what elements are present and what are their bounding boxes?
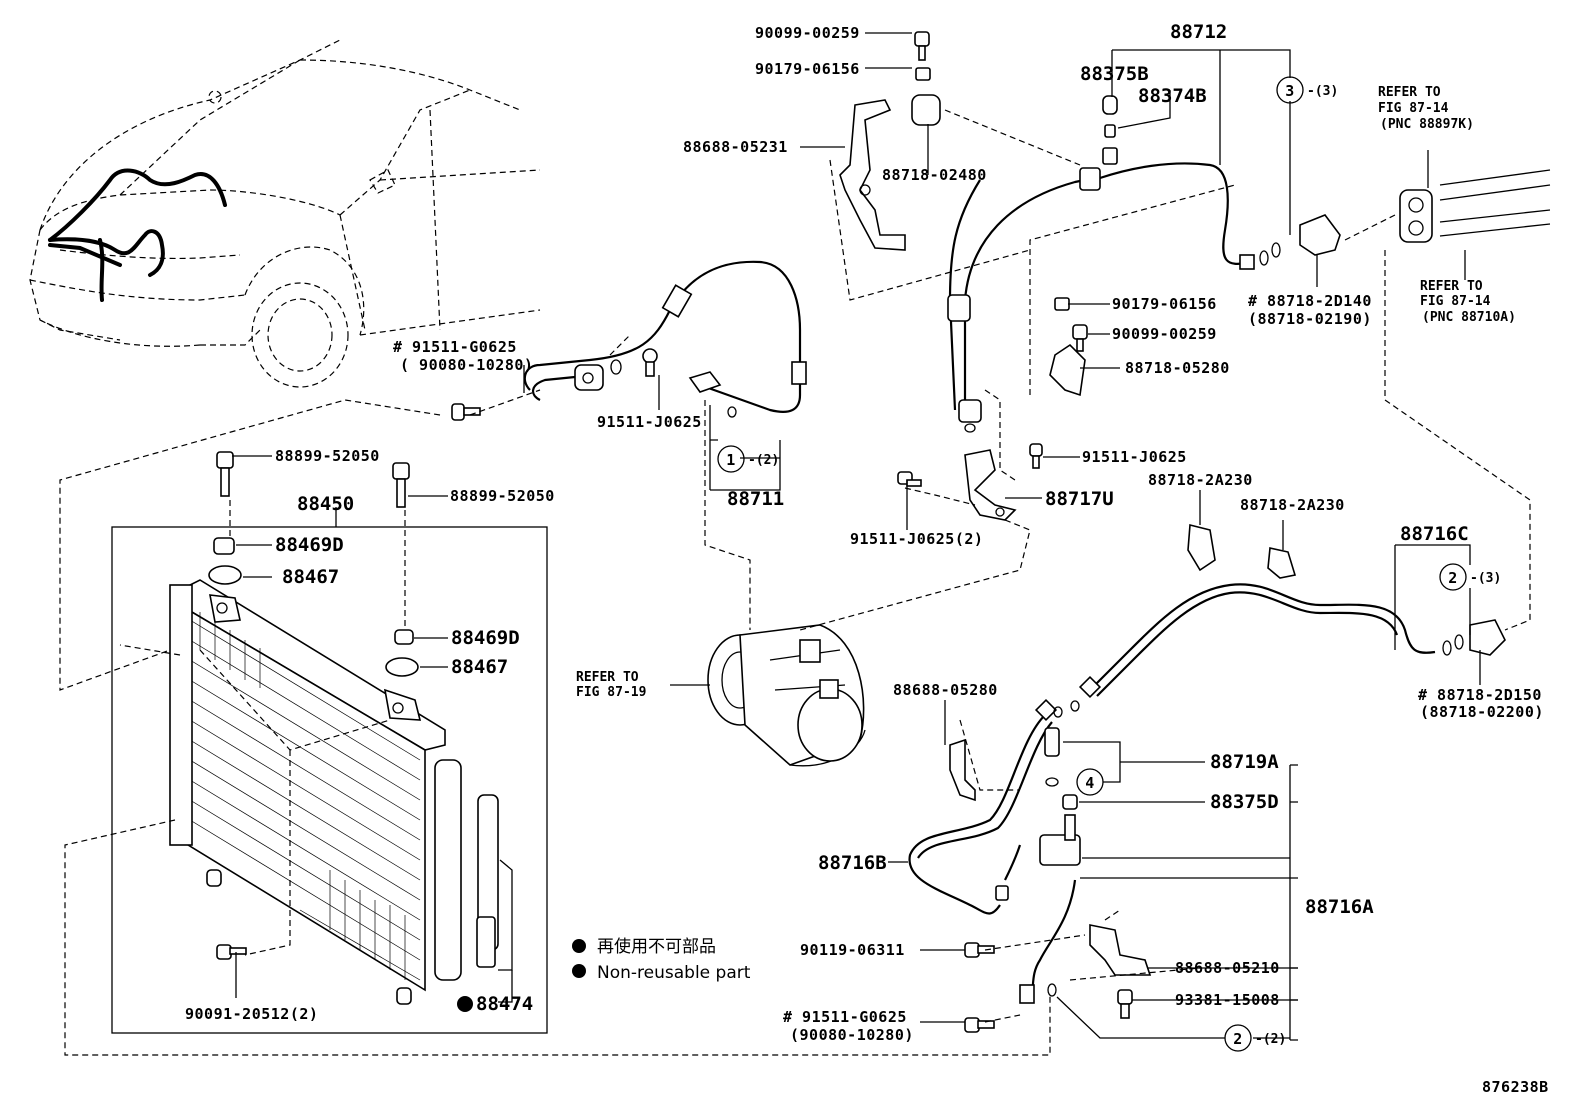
label-91511-g0625-top: # 91511-G0625 [393,338,517,356]
label-88467-b: 88467 [451,656,508,678]
callout-number: 1 [726,451,736,469]
label-91511-j0625-b: 91511-J0625 [1082,448,1187,466]
non-reusable-dot-icon [572,964,586,978]
legend-text-cn: 再使用不可部品 [597,936,716,957]
label-90080-10280-top: ( 90080-10280) [400,356,533,374]
label-90119-06311: 90119-06311 [800,941,905,959]
callout-3: 3 -(3) [1276,76,1338,104]
label-88718-05280: 88718-05280 [1125,359,1230,377]
condenser-88450 [111,451,548,1034]
compressor [707,624,866,767]
label-90099-00259-mid: 90099-00259 [1112,325,1217,343]
label-88899-52050-b: 88899-52050 [450,487,555,505]
refer-to-2-line2: FIG 87-14 [1420,294,1491,309]
callout-qty: -(2) [748,453,779,468]
label-88718-2a230-b: 88718-2A230 [1240,496,1345,514]
label-88712: 88712 [1170,21,1227,43]
callout-1: 1 -(2) [717,445,779,473]
refer-to-3-line2: FIG 87-19 [576,685,646,700]
callout-number: 4 [1085,774,1095,792]
label-91511-j0625-a: 91511-J0625 [597,413,702,431]
label-90179-06156-top: 90179-06156 [755,60,860,78]
label-88718-02200: (88718-02200) [1420,703,1544,721]
label-90099-00259-top: 90099-00259 [755,24,860,42]
label-88718-02190: (88718-02190) [1248,310,1372,328]
label-88374b: 88374B [1138,85,1207,107]
label-90179-06156-mid: 90179-06156 [1112,295,1217,313]
label-88688-05280: 88688-05280 [893,681,998,699]
label-88469d-a: 88469D [275,534,344,556]
legend-text-en: Non-reusable part [597,963,751,983]
label-88899-52050-a: 88899-52050 [275,447,380,465]
part-labels: 90099-00259 90179-06156 88688-05231 8871… [185,21,1544,1044]
label-88719a: 88719A [1210,751,1279,773]
leader-lines [59,32,1531,1056]
callout-qty: -(2) [1255,1032,1286,1047]
non-reusable-dot-icon [572,939,586,953]
refer-to-1-line3: (PNC 88897K) [1380,117,1474,132]
bolt-91511-g0625-top [451,403,481,421]
label-88375d: 88375D [1210,791,1279,813]
callout-number: 3 [1285,82,1295,100]
callout-qty: -(3) [1307,84,1338,99]
label-88711: 88711 [727,488,784,510]
label-88717u: 88717U [1045,488,1114,510]
pipe-88716A-88716B [908,698,1152,1033]
callout-number: 2 [1233,1030,1243,1048]
bracket-88717u [897,443,1043,521]
refer-to-3-line1: REFER TO [576,670,639,685]
label-90080-10280-bottom: (90080-10280) [790,1026,914,1044]
label-90091-20512: 90091-20512(2) [185,1005,318,1023]
label-88716a: 88716A [1305,896,1374,918]
label-91511-j0625-2: 91511-J0625(2) [850,530,983,548]
label-88688-05231: 88688-05231 [683,138,788,156]
callout-qty: -(3) [1470,571,1501,586]
label-88474: 88474 [476,993,533,1015]
label-93381-15008: 93381-15008 [1175,991,1280,1009]
label-88718-2d150: # 88718-2D150 [1418,686,1542,704]
hose-88711 [523,260,807,418]
label-88467-a: 88467 [282,566,339,588]
bracket-88688-05231 [839,31,941,251]
label-88450: 88450 [297,493,354,515]
refer-to-1-line1: REFER TO [1378,85,1441,100]
label-88716b: 88716B [818,852,887,874]
label-88718-02480: 88718-02480 [882,166,987,184]
label-88469d-b: 88469D [451,627,520,649]
hose-88712 [947,95,1551,433]
callout-2-lower: 2 -(2) [1224,1024,1286,1052]
label-91511-g0625-bottom: # 91511-G0625 [783,1008,907,1026]
diagram-id: 876238B [1482,1078,1549,1096]
callout-2-upper: 2 -(3) [1439,563,1501,591]
label-88375b: 88375B [1080,63,1149,85]
legend: 再使用不可部品 Non-reusable part [572,936,751,983]
pipe-88716C [1070,523,1506,712]
refer-to-2-line3: (PNC 88710A) [1422,310,1516,325]
label-88718-2d140: # 88718-2D140 [1248,292,1372,310]
label-88716c: 88716C [1400,523,1469,545]
vehicle-illustration [29,39,541,388]
label-88688-05210: 88688-05210 [1175,959,1280,977]
refer-to-2-line1: REFER TO [1420,279,1483,294]
callout-4: 4 [1076,768,1104,796]
refer-to-1-line2: FIG 87-14 [1378,101,1449,116]
label-88718-2a230-a: 88718-2A230 [1148,471,1253,489]
callout-number: 2 [1448,569,1458,587]
